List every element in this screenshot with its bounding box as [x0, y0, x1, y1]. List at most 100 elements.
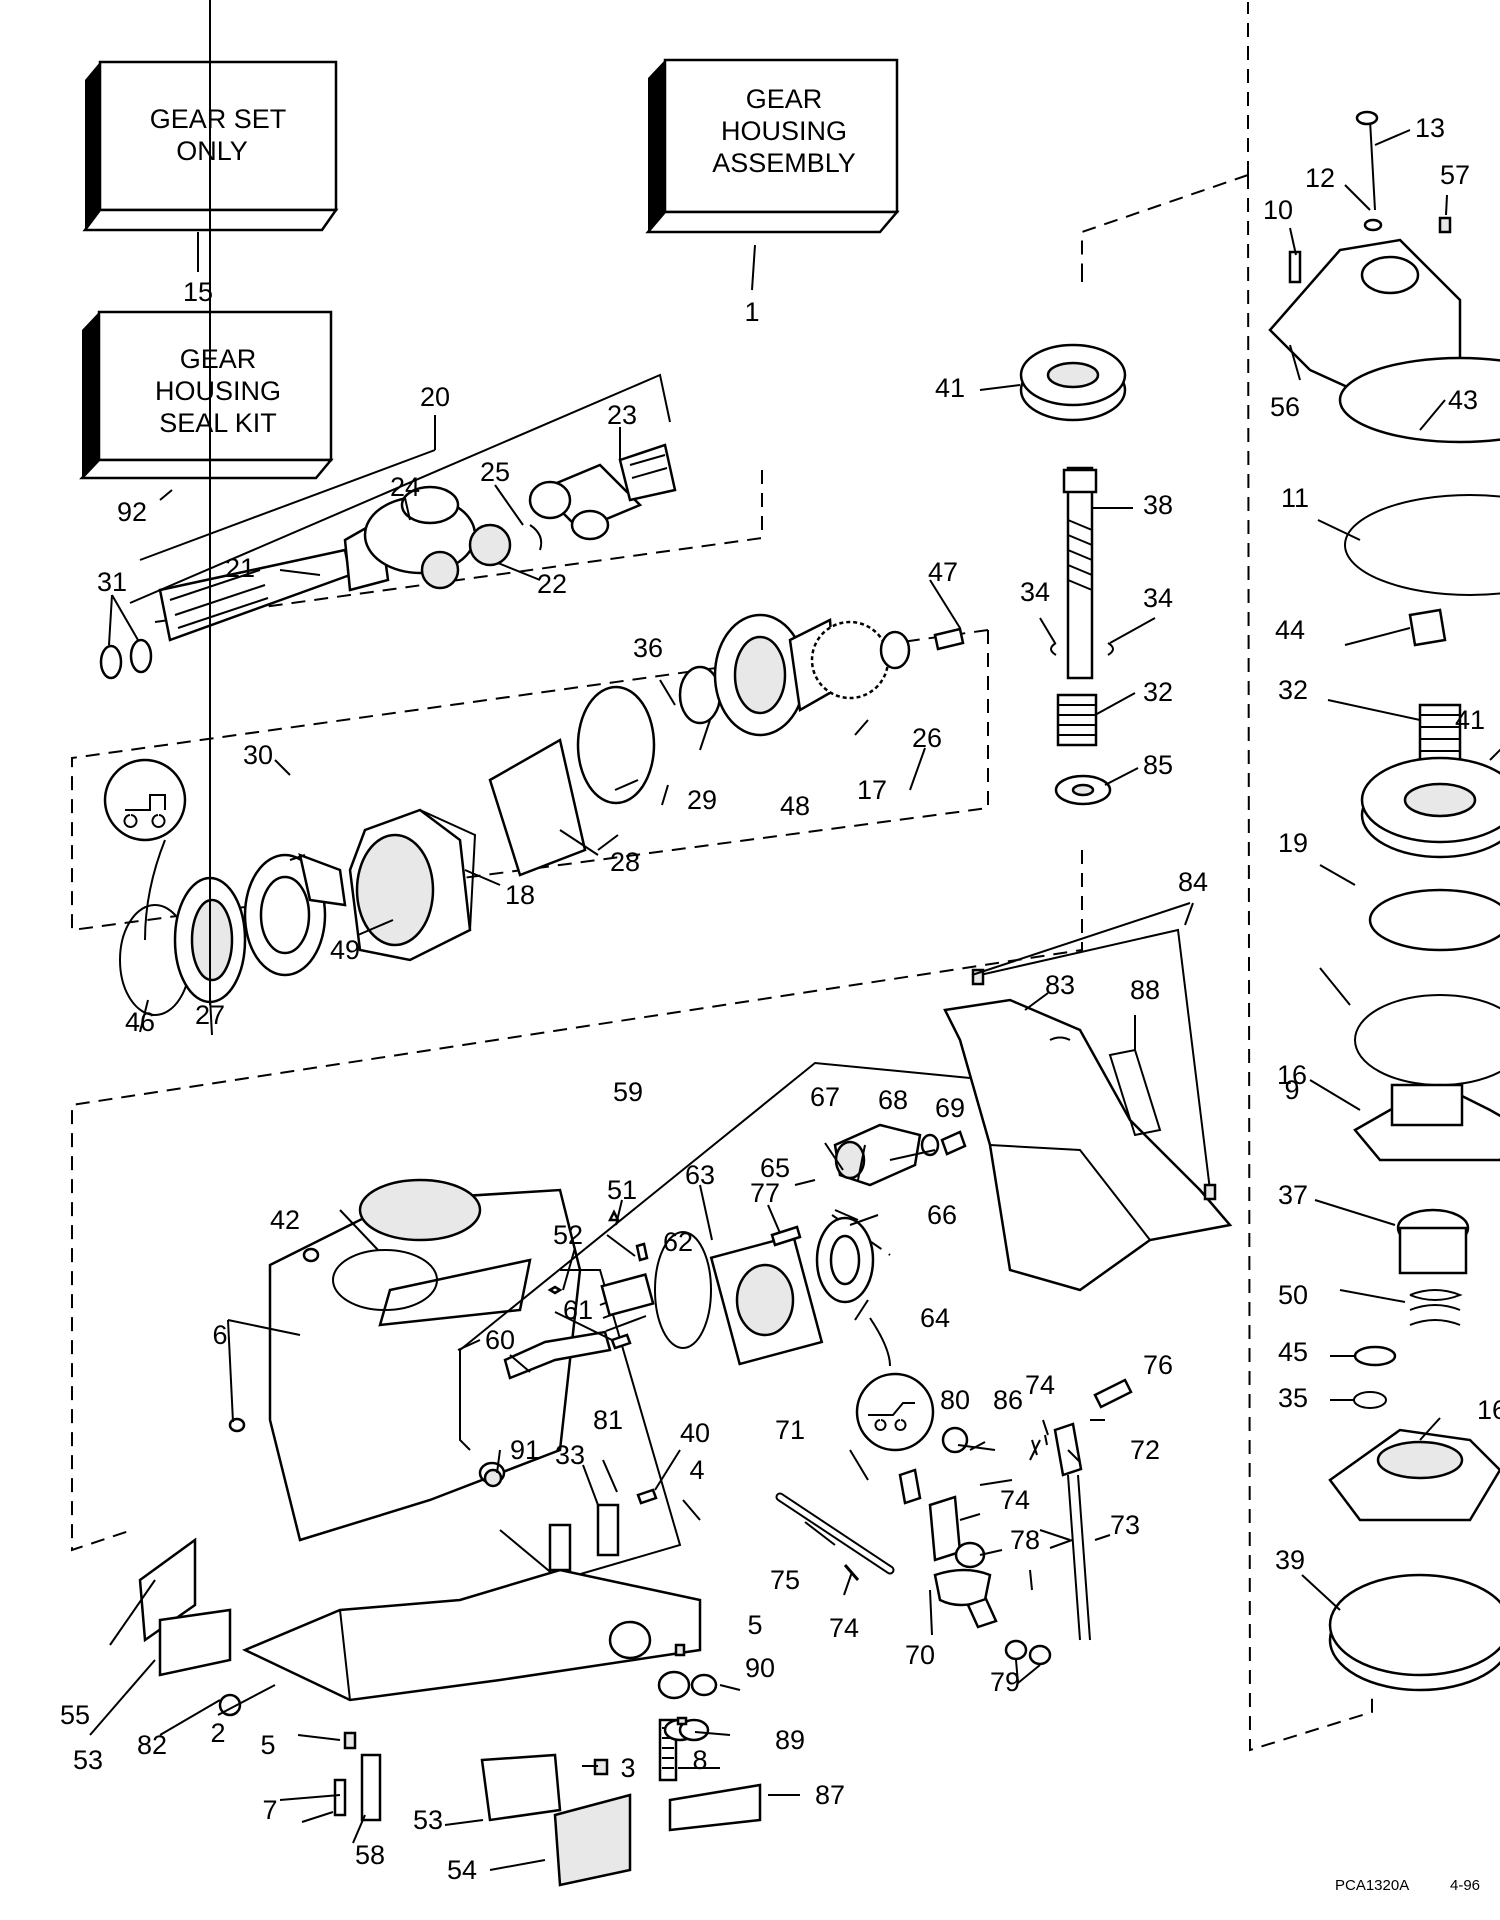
- callout-21: 21: [225, 553, 255, 583]
- callout-4: 4: [689, 1455, 704, 1485]
- callout-42: 42: [270, 1205, 300, 1235]
- callout-50: 50: [1278, 1280, 1308, 1310]
- shift-housing-group: [332, 1061, 971, 1572]
- callout-56: 56: [1270, 392, 1300, 422]
- callout-39: 39: [1275, 1545, 1305, 1575]
- callout-5: 5: [747, 1610, 762, 1640]
- callout-48: 48: [780, 791, 810, 821]
- callout-57: 57: [1440, 160, 1470, 190]
- callout-74: 74: [829, 1613, 859, 1643]
- callout-labels: 1 2 3 4 5 5 6 7 8 9 10 11 12 13 15 16 16…: [60, 113, 1500, 1885]
- kit-label-line: ONLY: [176, 136, 248, 166]
- callout-19: 19: [1278, 828, 1308, 858]
- callout-72: 72: [1130, 1435, 1160, 1465]
- callout-16: 16: [1477, 1395, 1500, 1425]
- callout-54: 54: [447, 1855, 477, 1885]
- callout-27: 27: [195, 1000, 225, 1030]
- callout-36: 36: [633, 633, 663, 663]
- callout-34: 34: [1143, 583, 1173, 613]
- callout-51: 51: [607, 1175, 637, 1205]
- drawing-date: 4-96: [1450, 1877, 1480, 1894]
- callout-71: 71: [775, 1415, 805, 1445]
- shift-linkage-group: [676, 1378, 1133, 1742]
- callout-63: 63: [685, 1160, 715, 1190]
- kit-label-line: HOUSING: [721, 116, 847, 146]
- callout-55: 55: [60, 1700, 90, 1730]
- callout-23: 23: [607, 400, 637, 430]
- callout-78: 78: [1010, 1525, 1040, 1555]
- callout-43: 43: [1448, 385, 1478, 415]
- leader-lines: [89, 0, 1500, 1871]
- callout-32: 32: [1278, 675, 1308, 705]
- callout-74: 74: [1000, 1485, 1030, 1515]
- callout-84: 84: [1178, 867, 1208, 897]
- callout-85: 85: [1143, 750, 1173, 780]
- callout-46: 46: [125, 1007, 155, 1037]
- callout-83: 83: [1045, 970, 1075, 1000]
- callout-10: 10: [1263, 195, 1293, 225]
- callout-49: 49: [330, 935, 360, 965]
- callout-68: 68: [878, 1085, 908, 1115]
- callout-40: 40: [680, 1418, 710, 1448]
- callout-76: 76: [1143, 1350, 1173, 1380]
- callout-70: 70: [905, 1640, 935, 1670]
- callout-65: 65: [760, 1153, 790, 1183]
- callout-80: 80: [940, 1385, 970, 1415]
- callout-89: 89: [775, 1725, 805, 1755]
- callout-32: 32: [1143, 677, 1173, 707]
- callout-74: 74: [1025, 1370, 1055, 1400]
- callout-7: 7: [262, 1795, 277, 1825]
- callout-75: 75: [770, 1565, 800, 1595]
- callout-64: 64: [920, 1303, 950, 1333]
- callout-33: 33: [555, 1440, 585, 1470]
- callout-24: 24: [390, 472, 420, 502]
- callout-61: 61: [563, 1295, 593, 1325]
- kit-label-line: HOUSING: [155, 376, 281, 406]
- kit-label-line: GEAR SET: [150, 104, 287, 134]
- callout-17: 17: [857, 775, 887, 805]
- callout-30: 30: [243, 740, 273, 770]
- callout-69: 69: [935, 1093, 965, 1123]
- drawing-code: PCA1320A: [1335, 1877, 1409, 1894]
- callout-35: 35: [1278, 1383, 1308, 1413]
- callout-2: 2: [210, 1718, 225, 1748]
- callout-79: 79: [990, 1667, 1020, 1697]
- callout-52: 52: [553, 1220, 583, 1250]
- gear-housing-group: [138, 1178, 762, 1887]
- callout-9: 9: [1284, 1075, 1299, 1105]
- callout-6: 6: [212, 1320, 227, 1350]
- callout-20: 20: [420, 382, 450, 412]
- callout-60: 60: [485, 1325, 515, 1355]
- bearing-carrier-group: [103, 613, 965, 1016]
- callout-38: 38: [1143, 490, 1173, 520]
- callout-81: 81: [593, 1405, 623, 1435]
- callout-16: 16: [1277, 1060, 1307, 1090]
- callout-34: 34: [1020, 577, 1050, 607]
- callout-18: 18: [505, 880, 535, 910]
- callout-22: 22: [537, 569, 567, 599]
- callout-73: 73: [1110, 1510, 1140, 1540]
- callout-92: 92: [117, 497, 147, 527]
- callout-31: 31: [97, 567, 127, 597]
- top-cover-group: [1268, 110, 1500, 1692]
- callout-53: 53: [73, 1745, 103, 1775]
- callout-62: 62: [663, 1227, 693, 1257]
- callout-8: 8: [692, 1745, 707, 1775]
- callout-44: 44: [1275, 615, 1305, 645]
- callout-47: 47: [928, 557, 958, 587]
- callout-12: 12: [1305, 163, 1335, 193]
- callout-26: 26: [912, 723, 942, 753]
- callout-91: 91: [510, 1435, 540, 1465]
- kit-box-gear-housing-assembly: GEAR HOUSING ASSEMBLY: [645, 58, 900, 234]
- callout-28: 28: [610, 847, 640, 877]
- callout-86: 86: [993, 1385, 1023, 1415]
- callout-45: 45: [1278, 1337, 1308, 1367]
- kit-label-line: GEAR: [180, 344, 257, 374]
- callout-5: 5: [260, 1730, 275, 1760]
- anti-ventilation-plate: [943, 928, 1233, 1292]
- callout-82: 82: [137, 1730, 167, 1760]
- callout-77: 77: [750, 1178, 780, 1208]
- callout-25: 25: [480, 457, 510, 487]
- callout-88: 88: [1130, 975, 1160, 1005]
